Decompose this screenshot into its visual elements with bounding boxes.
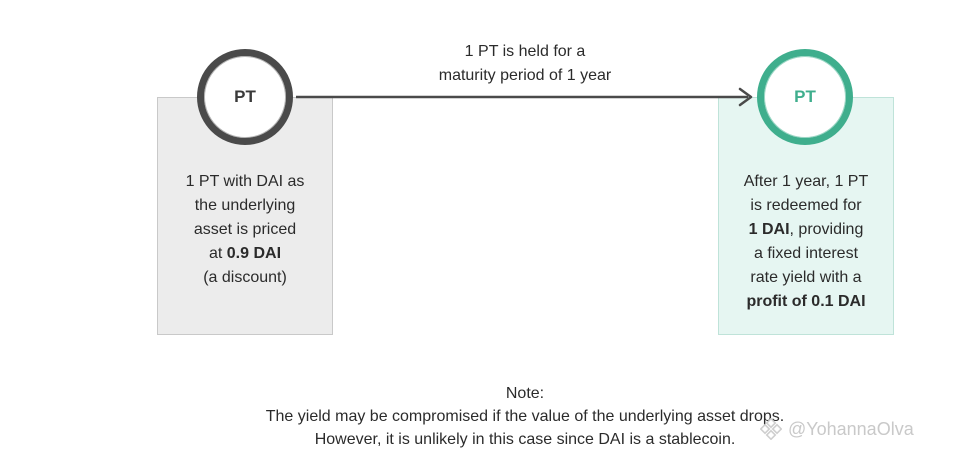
left-price-line: at 0.9 DAI [158, 242, 332, 266]
right-bold-profit: profit of 0.1 DAI [746, 293, 866, 310]
right-line-2: is redeemed for [750, 197, 862, 214]
left-line-1: 1 PT with DAI as [185, 173, 305, 190]
left-price-value: 0.9 DAI [226, 245, 282, 262]
left-box-text: 1 PT with DAI as the underlying asset is… [158, 170, 332, 290]
left-price-prefix: at [208, 245, 227, 262]
arrow-label-line-2: maturity period of 1 year [438, 67, 612, 84]
left-last-line: (a discount) [203, 269, 287, 286]
note-line-1: The yield may be compromised if the valu… [265, 408, 785, 425]
pt-label-right: PT [794, 87, 816, 106]
note-line-2: However, it is unlikely in this case sin… [314, 431, 736, 448]
right-after-bold: , providing [789, 221, 864, 238]
pt-label-left: PT [234, 87, 256, 106]
arrow-label: 1 PT is held for a maturity period of 1 … [400, 40, 650, 88]
arrow-label-line-1: 1 PT is held for a [464, 43, 586, 60]
right-line-4: a fixed interest [753, 245, 859, 262]
right-line-5: rate yield with a [750, 269, 862, 286]
right-line-3: 1 DAI, providing [719, 218, 893, 242]
left-line-3: asset is priced [193, 221, 297, 238]
watermark: @YohannaOlva [760, 418, 914, 440]
right-box-text: After 1 year, 1 PT is redeemed for 1 DAI… [719, 170, 893, 314]
watermark-text: @YohannaOlva [788, 418, 914, 439]
binance-logo-icon [760, 418, 782, 440]
right-line-6: profit of 0.1 DAI [719, 290, 893, 314]
pt-circle-left: PT [197, 49, 293, 145]
pt-circle-right: PT [757, 49, 853, 145]
note-title: Note: [505, 385, 545, 402]
right-line-1: After 1 year, 1 PT [743, 173, 869, 190]
left-line-2: the underlying [194, 197, 296, 214]
note-block: Note: The yield may be compromised if th… [200, 382, 850, 451]
right-bold-redeem: 1 DAI [748, 221, 790, 238]
